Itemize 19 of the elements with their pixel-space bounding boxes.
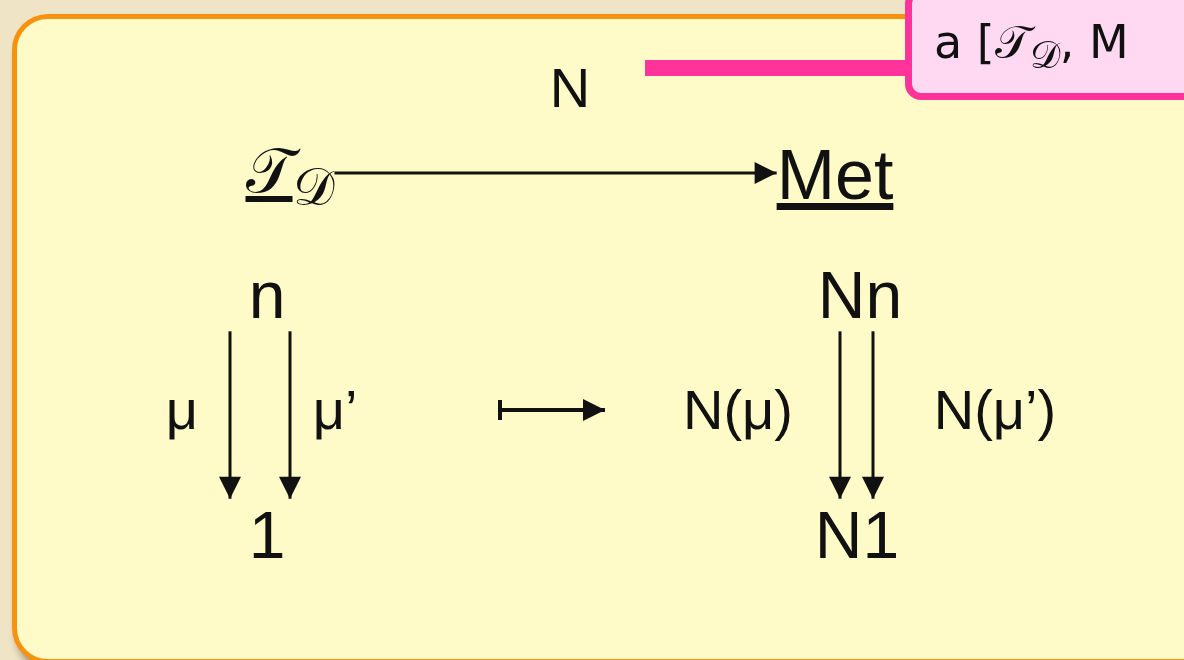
edge-label: N(μ’) (933, 379, 1057, 441)
arrow (334, 162, 777, 184)
arrow (279, 331, 301, 499)
edge-label: N (549, 57, 591, 119)
edge-label: N(μ) (683, 379, 793, 441)
leader-line (645, 60, 905, 76)
object-label: Nn (817, 258, 903, 332)
card-background (12, 14, 1184, 660)
edge-label: μ’ (312, 379, 358, 441)
object-label: n (248, 258, 286, 332)
category-name: Met (776, 136, 894, 214)
edge-label: μ (165, 379, 199, 441)
arrow (862, 331, 884, 499)
category-name: 𝒯$_{𝒟}$ (245, 137, 335, 217)
arrow (219, 331, 241, 499)
callout-note: a [𝒯$_{𝒟}$, M (905, 0, 1184, 100)
object-label: 1 (248, 498, 286, 572)
object-label: N1 (814, 498, 900, 572)
arrow (829, 331, 851, 499)
